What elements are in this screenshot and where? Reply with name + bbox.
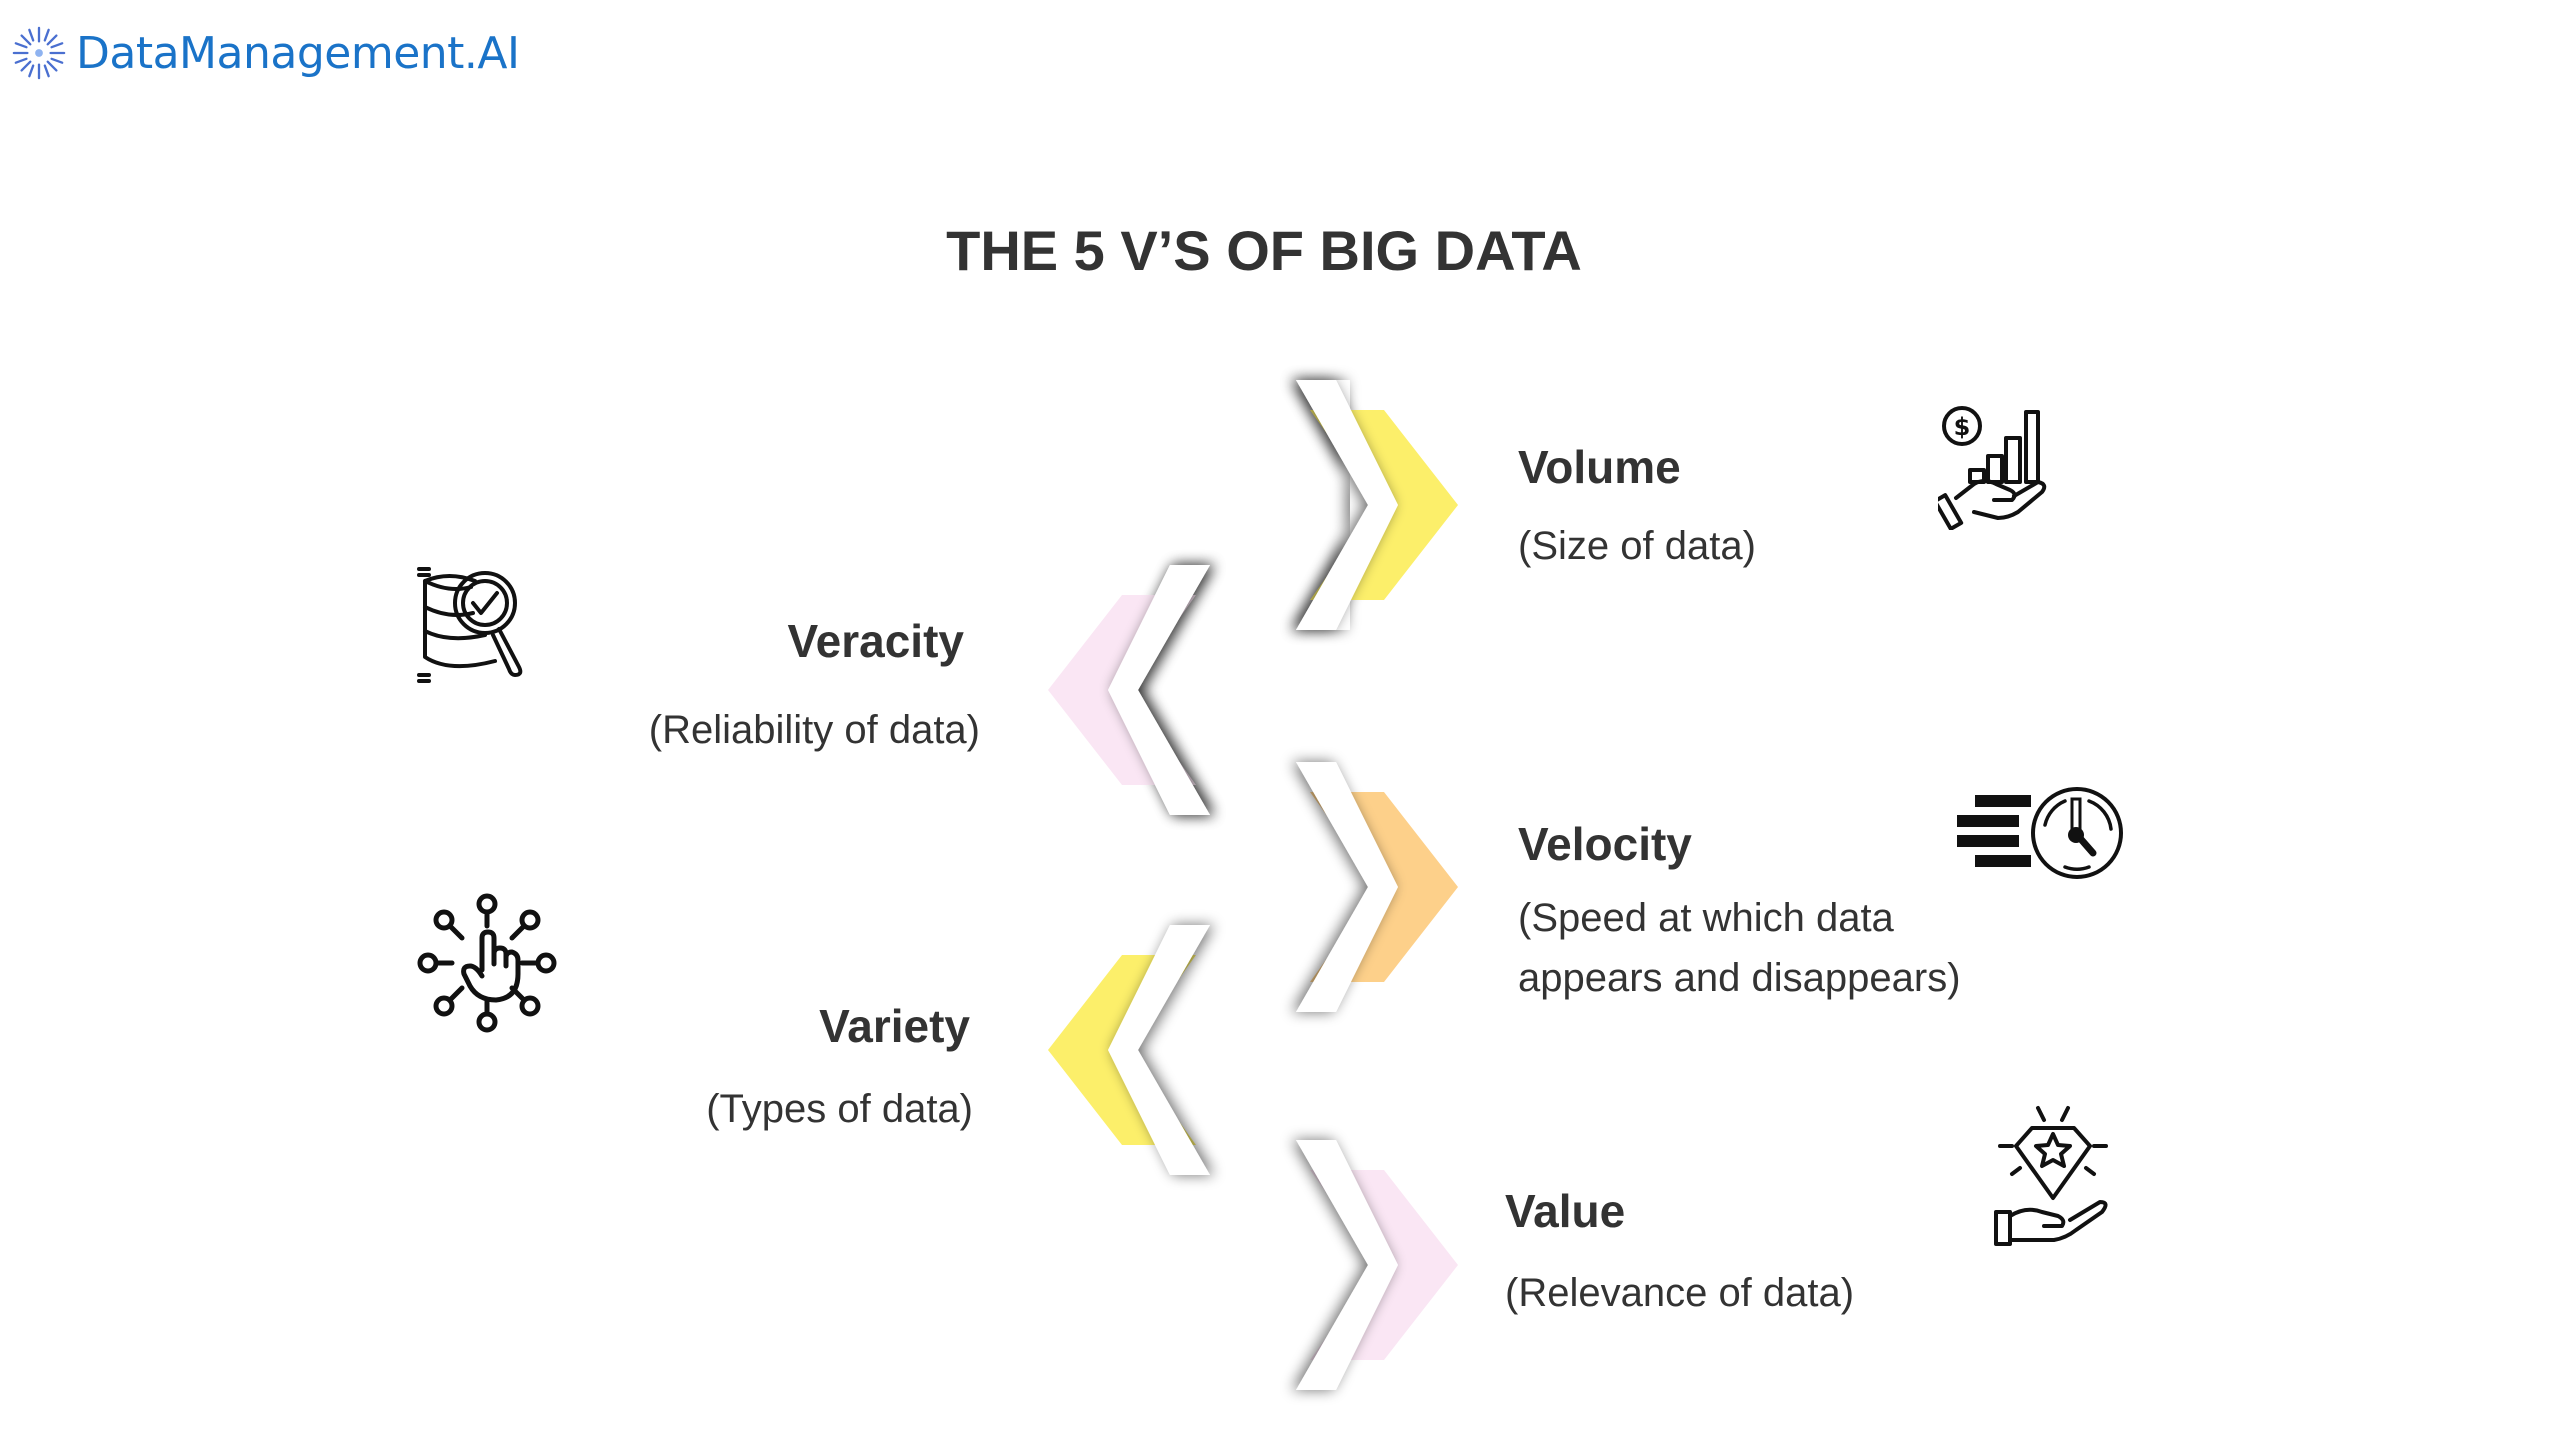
- volume-heading: Volume: [1518, 441, 1681, 493]
- chevron-variety: [1036, 925, 1216, 1175]
- value-description: (Relevance of data): [1505, 1271, 1855, 1315]
- velocity-description-line1: (Speed at which data: [1518, 896, 1894, 940]
- chevron-volume: [1290, 380, 1470, 630]
- starburst-icon: [10, 24, 68, 82]
- brand-logo: DataManagement.AI: [10, 24, 520, 82]
- variety-description: (Types of data): [706, 1087, 973, 1131]
- money-growth-hand-icon: $: [1932, 400, 2050, 531]
- volume-description: (Size of data): [1518, 524, 1756, 568]
- page-title: THE 5 V’S OF BIG DATA: [946, 219, 1582, 282]
- value-heading: Value: [1505, 1185, 1626, 1237]
- fast-clock-icon: [1955, 785, 2130, 885]
- veracity-heading: Veracity: [787, 615, 964, 667]
- svg-text:$: $: [1954, 413, 1971, 441]
- variety-heading: Variety: [819, 1000, 970, 1052]
- database-check-search-icon: [415, 563, 540, 688]
- chevron-value: [1290, 1140, 1470, 1390]
- velocity-description-line2: appears and disappears): [1518, 956, 1961, 1000]
- brand-name: DataManagement.AI: [76, 27, 520, 79]
- veracity-description: (Reliability of data): [648, 708, 980, 752]
- chevron-velocity: [1290, 762, 1470, 1012]
- chevron-veracity: [1036, 565, 1216, 815]
- diamond-star-hand-icon: [1990, 1102, 2115, 1247]
- velocity-heading: Velocity: [1518, 818, 1692, 870]
- hand-network-icon: [412, 888, 562, 1038]
